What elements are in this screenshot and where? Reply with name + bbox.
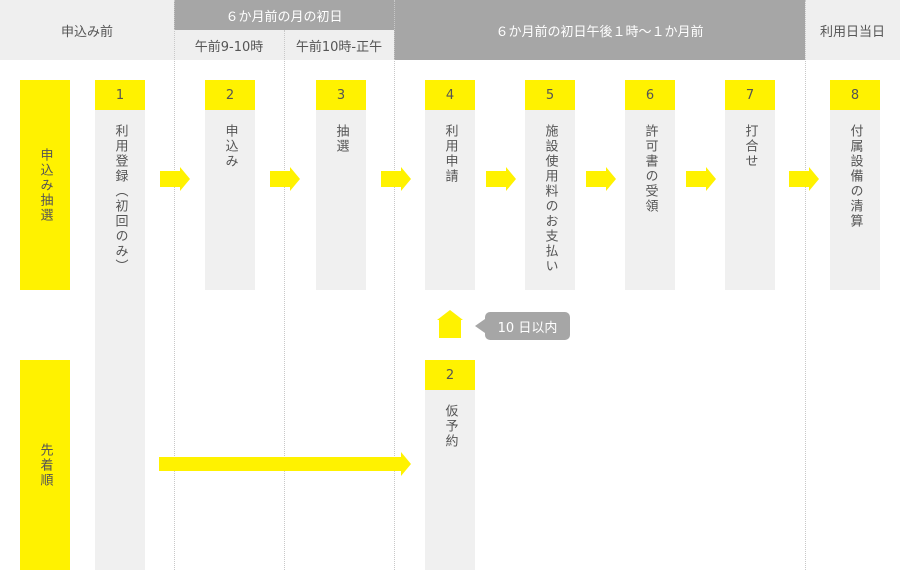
step-4-label: 利用申請 [442,124,458,184]
flow-arrow-right-icon [586,167,616,191]
step-2-label: 申込み [222,124,238,169]
step-8-number: 8 [830,80,880,110]
step-2-number: 2 [205,80,255,110]
step-7-number: 7 [725,80,775,110]
step-1-label: 利用登録（初回のみ） [112,124,128,274]
flow-arrow-right-icon [486,167,516,191]
header-after-1pm: ６か月前の初日午後１時～１か月前 [394,0,805,60]
provisional-number: 2 [425,360,475,390]
note-bubble-tip [475,319,485,333]
step-6-label: 許可書の受領 [642,124,658,214]
step-1-number: 1 [95,80,145,110]
header-use-day: 利用日当日 [805,0,900,60]
flow-arrow-right-icon [270,167,300,191]
step-2-column: 申込み [205,110,255,290]
note-bubble: 10 日以内 [485,312,570,340]
header-slot-9-10-label: 午前9-10時 [194,39,264,55]
step-5-label: 施設使用料のお支払い [542,124,558,274]
row-label-lottery-text: 申込み抽選 [37,147,53,223]
step-3-number: 3 [316,80,366,110]
step-6-number: 6 [625,80,675,110]
header-slot-10-noon-label: 午前10時-正午 [295,39,383,55]
header-after-1pm-label: ６か月前の初日午後１時～１か月前 [495,24,704,40]
header-slot-10-noon: 午前10時-正午 [284,30,394,60]
step-7-label: 打合せ [742,124,758,169]
header-six-month-first-day-label: ６か月前の月の初日 [225,9,343,25]
column-divider [394,0,395,570]
step-4-number: 4 [425,80,475,110]
row-label-lottery: 申込み抽選 [20,80,70,290]
flow-arrow-right-icon [381,167,411,191]
provisional-label: 仮予約 [442,404,458,449]
step-4-column: 利用申請 [425,110,475,290]
header-before-label: 申込み前 [60,24,113,40]
step-8-label: 付属設備の清算 [847,124,863,229]
column-divider [284,30,285,570]
note-text: 10 日以内 [497,320,558,336]
flow-arrow-right-icon [686,167,716,191]
step-8-column: 付属設備の清算 [830,110,880,290]
step-7-column: 打合せ [725,110,775,290]
step-5-column: 施設使用料のお支払い [525,110,575,290]
step-1-column: 利用登録（初回のみ） [95,110,145,570]
column-divider [174,0,175,570]
header-slot-9-10: 午前9-10時 [174,30,284,60]
step-5-number: 5 [525,80,575,110]
row-label-first-come-text: 先着順 [37,442,53,488]
column-divider [805,0,806,570]
step-6-column: 許可書の受領 [625,110,675,290]
row-label-first-come: 先着順 [20,360,70,570]
long-flow-arrow-right-icon [159,452,411,476]
header-before: 申込み前 [0,0,174,60]
flow-arrow-right-icon [789,167,819,191]
flow-arrow-right-icon [160,167,190,191]
header-use-day-label: 利用日当日 [819,24,885,40]
header-six-month-first-day: ６か月前の月の初日 [174,0,394,30]
step-3-column: 抽選 [316,110,366,290]
flow-arrow-up-icon [437,310,463,338]
step-3-label: 抽選 [333,124,349,154]
provisional-column: 仮予約 [425,390,475,570]
